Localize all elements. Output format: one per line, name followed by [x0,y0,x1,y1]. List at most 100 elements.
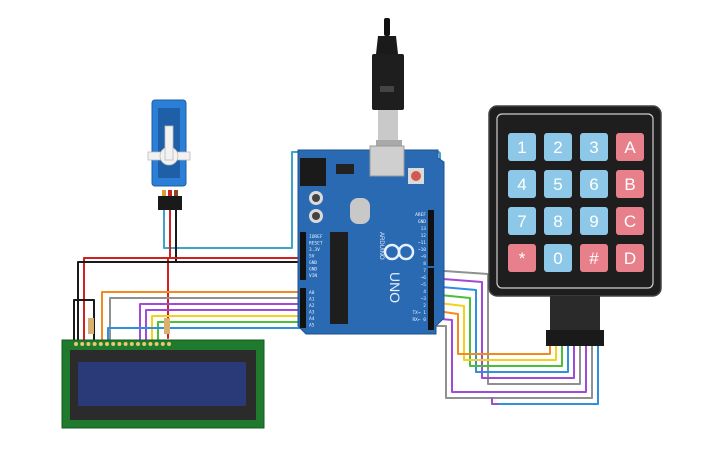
keypad-key-label: 2 [553,138,562,157]
lcd-pin [136,342,140,346]
lcd-16x2 [61,318,265,429]
keypad-key-label: A [624,138,636,157]
keypad-key [616,207,644,235]
pin-label: VIN [309,273,317,279]
wire-yellow-a4 [151,315,301,341]
wire-gray-a1 [109,297,301,341]
pin-label: 2 [423,303,426,309]
lcd-pin [111,342,116,346]
pin-label: TX→ 1 [412,310,426,316]
wire-green-a5 [157,321,301,341]
pin-label: ~10 [418,247,426,253]
lcd-pin [117,342,122,346]
wire-d4 [429,309,551,355]
pin-label: A1 [309,297,315,303]
keypad-key-label: C [624,212,636,231]
pin-label: ~5 [421,282,427,288]
keypad-key [508,244,536,272]
pin-label: 7 [423,268,426,274]
wire-d9 [429,269,581,385]
keypad-key [580,170,608,198]
arduino-brand: ARDUINO [378,232,384,260]
pin-label: 8 [423,261,426,267]
arduino-logo [383,243,415,261]
usb-cable [372,18,404,150]
pin-label: 4 [423,289,426,295]
keypad-key [508,170,536,198]
keypad-key-label: # [589,249,599,268]
wire-teal-left [163,151,301,249]
keypad-key-label: 3 [589,138,598,157]
wire-extra2 [491,397,499,405]
keypad-key-label: 7 [517,212,526,231]
lcd-pin [123,342,128,346]
arduino-model: UNO [387,272,403,303]
wire-d3 [429,317,587,393]
keypad-key [580,207,608,235]
keypad-key [580,244,608,272]
wire-d5 [429,301,557,361]
keypad-key-label: 9 [589,212,598,231]
pin-label: 12 [421,233,427,239]
pin-label: 5V [309,254,315,260]
lcd-pin [92,342,97,346]
keypad-key-label: 5 [553,175,562,194]
lcd-pin [80,342,85,346]
pin-label: 3.3V [309,247,320,253]
pin-label: 13 [421,226,427,232]
keypad-key-label: D [624,249,636,268]
lcd-pin [86,342,91,346]
keypad-key-label: B [624,175,635,194]
keypad-key-label: 1 [517,138,526,157]
wire-d6 [429,293,563,367]
pin-label: A4 [309,316,315,322]
pin-label: ~3 [421,296,427,302]
keypad-key [616,170,644,198]
wire-red-lcd [83,257,301,341]
pin-label: GND [418,219,426,225]
lcd-pin [148,342,153,346]
keypad-ribbon [546,296,604,346]
lcd-pin [154,342,159,346]
keypad-key [544,207,572,235]
pin-label: A5 [309,323,315,329]
wires [73,151,599,405]
pin-label: RX← 0 [412,317,426,323]
pin-label: AREF [415,212,426,218]
wire-purple-a3 [145,309,301,341]
pin-label: A0 [309,290,315,296]
keypad-key [616,244,644,272]
lcd-pin [129,342,134,346]
wire-d8 [429,277,575,379]
wire-black-servo [175,195,301,263]
pin-label: ~6 [421,275,427,281]
lcd-pin [142,342,147,346]
keypad-key [544,244,572,272]
keypad-key-label: 0 [553,249,562,268]
pin-label: GND [309,267,317,273]
keypad-key [508,133,536,161]
keypad-key-label: 6 [589,175,598,194]
lcd-pin [98,342,103,346]
wire-d2 [429,325,593,399]
pin-label: A2 [309,303,315,309]
pin-label: ~11 [418,240,426,246]
keypad-key-label: * [519,249,526,268]
wire-extra [497,345,599,405]
lcd-pin [160,342,165,346]
pin-label: GND [309,260,317,266]
wire-black-lcd [77,261,301,341]
keypad-key-label: 8 [553,212,562,231]
pin-label: RESET [309,241,323,247]
pin-label: ~9 [421,254,427,260]
lcd-pin [167,342,171,346]
servo-motor [147,99,191,210]
lcd-header-pins [74,342,171,346]
